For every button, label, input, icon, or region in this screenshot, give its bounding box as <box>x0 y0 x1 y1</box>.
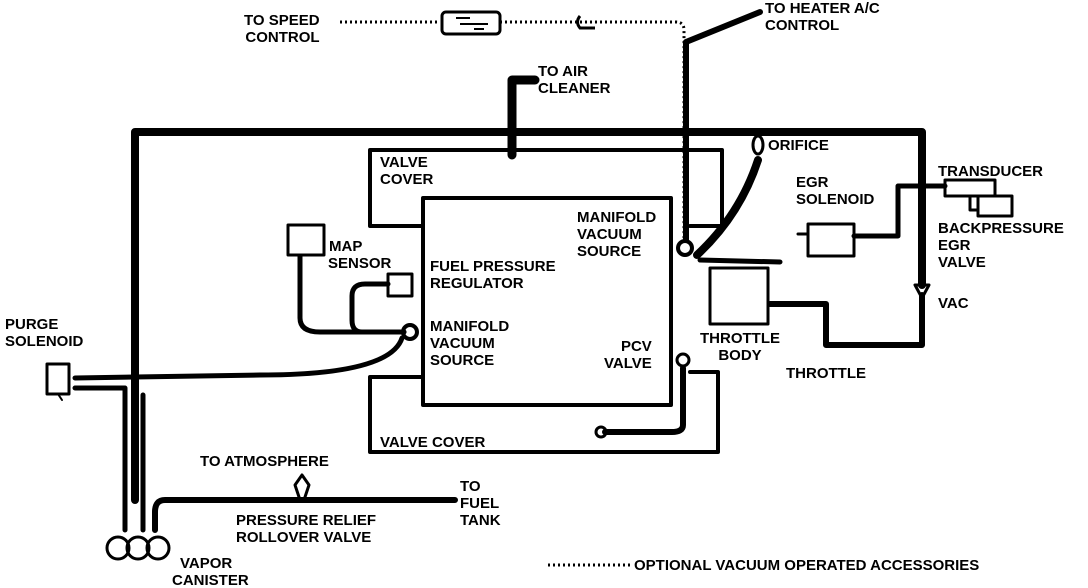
label-orifice: ORIFICE <box>768 137 829 154</box>
legend-optional-accessories: OPTIONAL VACUUM OPERATED ACCESSORIES <box>634 557 980 574</box>
orifice <box>751 134 765 156</box>
engine-block <box>421 196 673 407</box>
egr-solenoid <box>806 222 856 258</box>
transducer <box>943 178 997 198</box>
label-pcv-valve: PCV VALVE <box>604 338 652 372</box>
label-pressure-relief-rollover-valve: PRESSURE RELIEF ROLLOVER VALVE <box>236 512 377 546</box>
air-cleaner-hose <box>507 75 540 160</box>
fpr-hose <box>349 281 407 335</box>
pcv-port <box>594 425 608 439</box>
valve-cover-top-outline <box>368 148 724 228</box>
pcv-hose <box>602 365 686 435</box>
label-to-atmosphere: TO ATMOSPHERE <box>200 453 329 470</box>
heater-ac-hose <box>683 9 763 243</box>
rollover-valve <box>293 473 311 502</box>
map-sensor <box>286 223 326 257</box>
egr-feed-hose <box>693 156 762 259</box>
label-valve-cover-top: VALVE COVER <box>380 154 434 188</box>
label-to-air-cleaner: TO AIR CLEANER <box>538 63 611 97</box>
throttle-body-link <box>697 257 783 265</box>
speed-control-dotted-line-2 <box>500 20 686 240</box>
label-fuel-pressure-regulator: FUEL PRESSURE REGULATOR <box>430 258 556 292</box>
speed-control-fitting <box>576 15 595 30</box>
label-to-fuel-tank: TO FUEL TANK <box>460 478 501 529</box>
egr-solenoid-hose <box>851 183 948 239</box>
label-throttle: THROTTLE <box>786 365 866 382</box>
label-transducer: TRANSDUCER <box>938 163 1043 180</box>
label-to-heater-ac-control: TO HEATER A/C CONTROL <box>765 0 880 34</box>
label-backpressure-egr-valve: BACKPRESSURE EGR VALVE <box>938 220 1064 271</box>
vac-check-valve <box>913 283 931 300</box>
label-valve-cover-bottom: VALVE COVER <box>380 434 486 451</box>
pcv-valve <box>675 352 691 368</box>
main-vacuum-line <box>131 128 926 504</box>
speed-control-connector <box>440 10 502 36</box>
label-manifold-vacuum-source-right: MANIFOLD VACUUM SOURCE <box>577 209 657 260</box>
label-map-sensor: MAP SENSOR <box>328 238 392 272</box>
fuel-tank-hose <box>152 497 458 533</box>
backpressure-egr-valve <box>976 194 1014 218</box>
map-sensor-hose <box>297 253 407 335</box>
label-to-speed-control: TO SPEED CONTROL <box>244 12 320 46</box>
throttle-vac-hose <box>767 292 925 348</box>
purge-solenoid <box>45 362 71 396</box>
vapor-canister-port-2 <box>125 535 151 561</box>
manifold-port-right <box>676 239 694 257</box>
purge-hose <box>72 335 405 381</box>
label-purge-solenoid: PURGE SOLENOID <box>5 316 84 350</box>
manifold-port-left <box>401 323 419 341</box>
label-vac: VAC <box>938 295 969 312</box>
canister-hose-1 <box>72 385 128 533</box>
label-manifold-vacuum-source-left: MANIFOLD VACUUM SOURCE <box>430 318 510 369</box>
label-throttle-body: THROTTLE BODY <box>700 330 780 364</box>
vapor-canister-port-3 <box>145 535 171 561</box>
valve-cover-bottom-outline <box>368 370 720 454</box>
vapor-canister-port-1 <box>105 535 131 561</box>
fuel-pressure-regulator <box>386 272 414 298</box>
throttle-body <box>708 266 770 326</box>
label-egr-solenoid: EGR SOLENOID <box>796 174 875 208</box>
label-vapor-canister: VAPOR CANISTER <box>172 555 249 588</box>
